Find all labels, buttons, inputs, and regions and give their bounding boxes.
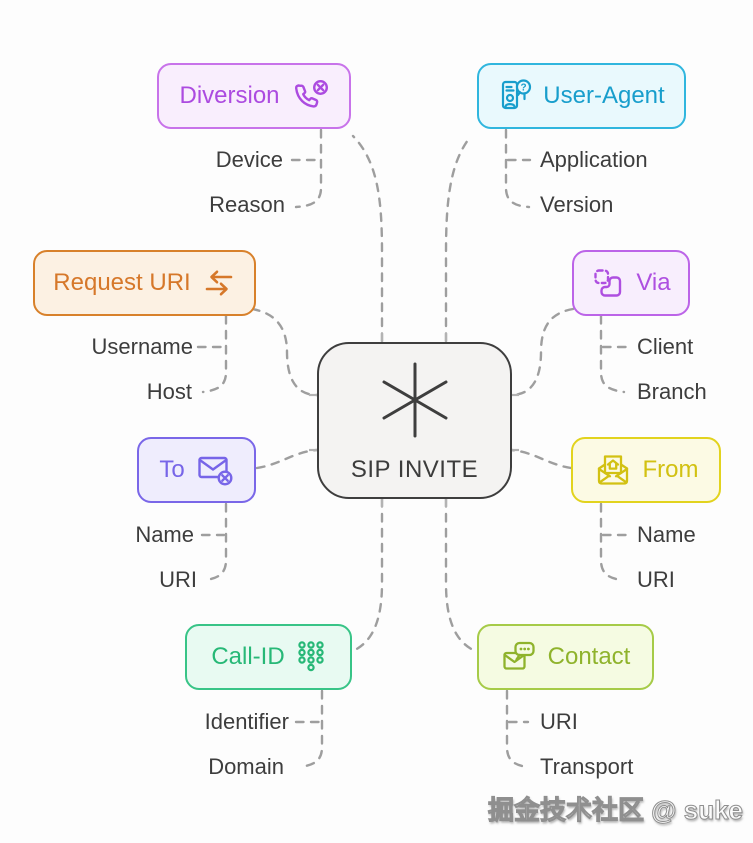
swap-arrows-icon xyxy=(202,269,236,297)
node-to-label: To xyxy=(159,456,185,483)
center-label: SIP INVITE xyxy=(350,455,479,483)
leaf-from-uri: URI xyxy=(637,567,675,592)
route-icon xyxy=(591,266,625,300)
mail-chat-icon xyxy=(501,640,537,674)
node-from-label: From xyxy=(642,456,699,483)
leaf-contact-uri: URI xyxy=(540,709,578,734)
leaf-from-name: Name xyxy=(637,522,696,547)
center-node-sip-invite: SIP INVITE xyxy=(317,342,512,499)
node-request-uri-label: Request URI xyxy=(53,269,191,296)
asterisk-icon xyxy=(373,358,457,447)
leaf-host: Host xyxy=(146,379,192,404)
leaf-to-uri: URI xyxy=(159,567,197,592)
agent-card-icon: ? xyxy=(498,78,532,114)
node-request-uri: Request URI xyxy=(33,250,256,316)
node-call-id: Call-ID xyxy=(185,624,352,690)
phone-off-icon xyxy=(291,80,329,112)
watermark: 掘金技术社区 @ suke xyxy=(487,795,743,826)
dialpad-icon xyxy=(296,640,326,674)
leaf-device: Device xyxy=(215,147,283,172)
node-contact: Contact xyxy=(477,624,654,690)
leaf-to-name: Name xyxy=(135,522,194,547)
node-diversion: Diversion xyxy=(157,63,351,129)
node-to: To xyxy=(137,437,256,503)
mail-home-icon xyxy=(594,453,632,487)
node-from: From xyxy=(571,437,721,503)
node-via: Via xyxy=(572,250,690,316)
leaf-transport: Transport xyxy=(540,754,634,779)
node-user-agent-label: User-Agent xyxy=(543,82,665,109)
svg-text:?: ? xyxy=(521,82,527,93)
leaf-username: Username xyxy=(91,334,193,359)
node-user-agent: ? User-Agent xyxy=(477,63,686,129)
node-call-id-label: Call-ID xyxy=(211,643,285,670)
leaf-version: Version xyxy=(540,192,614,217)
leaf-client: Client xyxy=(637,334,694,359)
leaf-identifier: Identifier xyxy=(204,709,289,734)
leaf-branch: Branch xyxy=(637,379,707,404)
node-diversion-label: Diversion xyxy=(179,82,280,109)
node-contact-label: Contact xyxy=(547,643,631,670)
leaf-reason: Reason xyxy=(209,192,285,217)
leaf-domain: Domain xyxy=(208,754,284,779)
mail-cancel-icon xyxy=(196,454,234,486)
node-via-label: Via xyxy=(636,269,671,296)
leaf-application: Application xyxy=(540,147,648,172)
